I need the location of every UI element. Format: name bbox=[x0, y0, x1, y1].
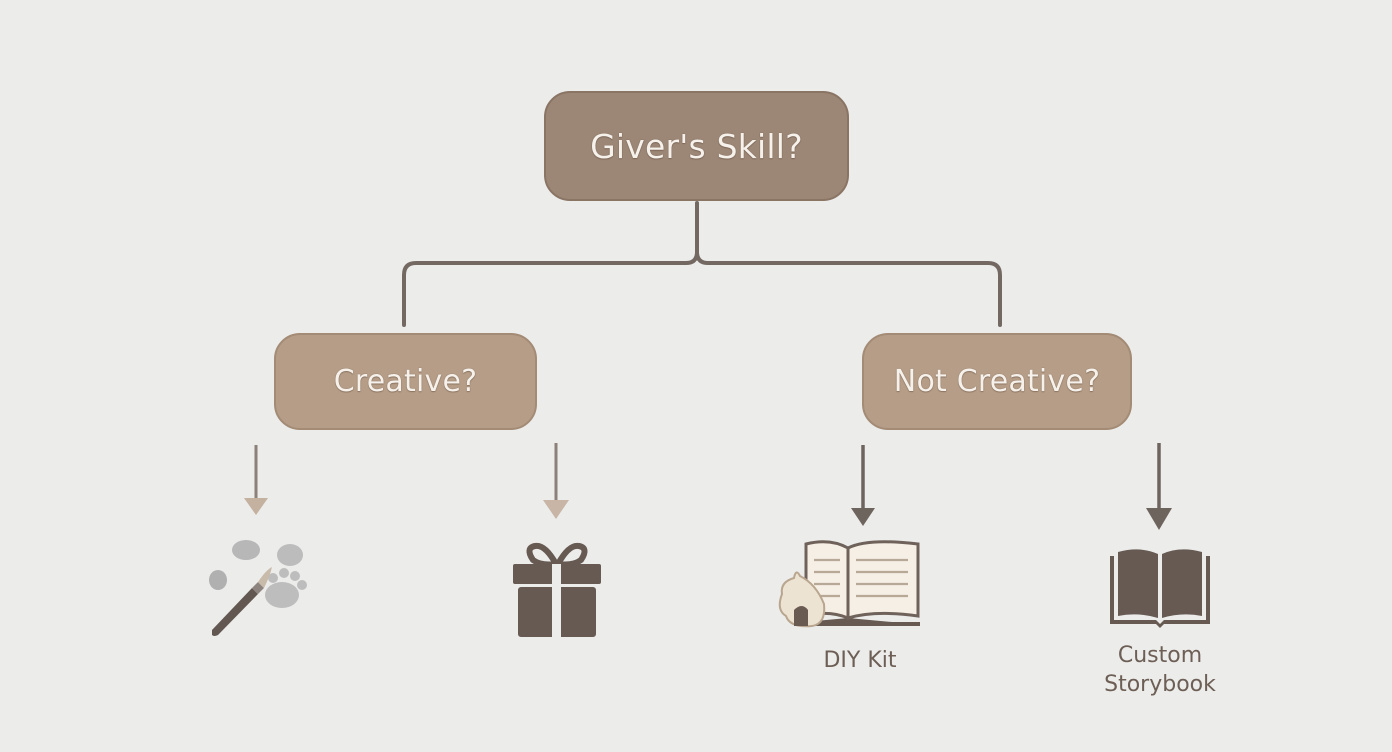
branch-node-not-creative-label: Not Creative? bbox=[893, 364, 1101, 399]
paintbrush-pawprints-icon bbox=[209, 540, 307, 636]
branch-node-creative: Creative? bbox=[274, 333, 537, 430]
branch-node-creative-label: Creative? bbox=[333, 364, 478, 399]
diy-kit-book-icon bbox=[778, 540, 920, 628]
arrow-creative-right bbox=[543, 443, 569, 519]
gift-box-icon bbox=[513, 542, 601, 637]
root-node-label: Giver's Skill? bbox=[590, 126, 803, 166]
arrow-not-creative-left bbox=[851, 445, 875, 526]
root-node: Giver's Skill? bbox=[544, 91, 849, 201]
arrow-not-creative-right bbox=[1146, 443, 1172, 530]
arrow-creative-left bbox=[244, 445, 268, 515]
leaf-caption-custom-storybook: Custom Storybook bbox=[1104, 643, 1216, 697]
branch-node-not-creative: Not Creative? bbox=[862, 333, 1132, 430]
root-connector bbox=[402, 201, 699, 327]
leaf-caption-diy-kit: DIY Kit bbox=[823, 648, 897, 673]
storybook-icon bbox=[1110, 549, 1210, 628]
root-connector-right bbox=[695, 250, 1002, 327]
